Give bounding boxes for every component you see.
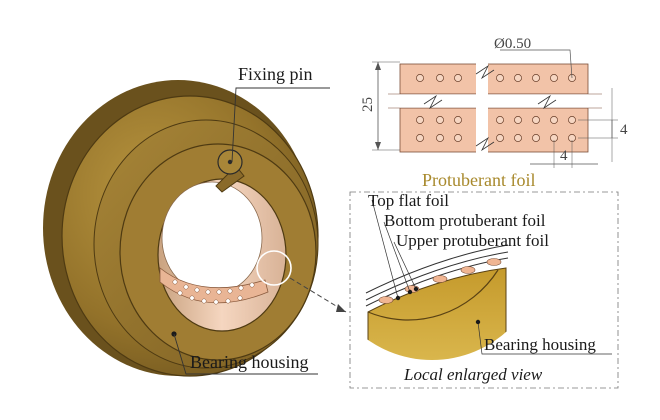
protuberant-foil-title: Protuberant foil	[422, 170, 535, 190]
bore-opening	[161, 181, 263, 295]
bearing-housing-3d	[43, 80, 319, 377]
fixing-pin-leader	[231, 87, 330, 163]
fixing-pin-label: Fixing pin	[238, 64, 313, 84]
foil-strip-lower	[399, 107, 589, 153]
foil-bumps	[172, 279, 255, 305]
detail-foil-line-3	[365, 244, 509, 294]
height-arrow-top	[375, 62, 381, 70]
detail-callout-circle	[256, 250, 292, 286]
break-mark-4	[475, 136, 495, 152]
enlarged-view-frame	[349, 191, 619, 389]
bearing-housing-leader	[173, 333, 318, 375]
detail-housing-outline	[367, 269, 499, 321]
foil-gap	[388, 94, 602, 108]
detail-foil-line-2	[365, 251, 509, 301]
detail-pointer-line	[289, 277, 347, 313]
height-arrow-bottom	[375, 142, 381, 150]
top-flat-foil-label: Top flat foil	[368, 191, 449, 210]
local-enlarged-view-caption: Local enlarged view	[403, 365, 543, 384]
upper-protuberant-foil-label: Upper protuberant foil	[396, 231, 549, 250]
detail-pointer-arrowhead	[336, 304, 346, 312]
diameter-leader	[500, 49, 573, 79]
foil-bump-dots	[416, 74, 576, 142]
protuberant-foil-diagram: 25 Ø0.50	[360, 36, 628, 168]
break-mark-3	[537, 94, 557, 110]
detail-housing-marker	[475, 319, 481, 325]
fixing-pin-dot	[227, 159, 233, 165]
upper-protuberant-foil-leader	[393, 241, 417, 290]
bottom-protuberant-foil-label: Bottom protuberant foil	[384, 211, 546, 230]
bottom-protuberant-foil-leader	[383, 221, 411, 293]
bottom-protuberant-foil-marker	[407, 289, 413, 295]
bearing-housing-label: Bearing housing	[190, 352, 309, 372]
break-mark-1	[475, 64, 495, 80]
detail-bearing-housing-label: Bearing housing	[484, 335, 596, 354]
foil-vertical-break	[476, 60, 488, 156]
pitch-horizontal-label: 4	[560, 148, 568, 164]
detail-housing-leader	[477, 321, 612, 355]
diameter-dim-label: Ø0.50	[494, 36, 531, 52]
foil-strip-upper	[399, 63, 589, 95]
top-flat-foil-leader	[371, 199, 399, 299]
height-dim-label: 25	[360, 97, 376, 112]
foil-sheet	[159, 267, 269, 304]
break-mark-2	[423, 94, 443, 110]
enlarged-view-content	[365, 244, 509, 360]
top-flat-foil-marker	[395, 295, 401, 301]
pitch-vertical-label: 4	[620, 122, 628, 138]
upper-protuberant-foil-marker	[413, 286, 419, 292]
